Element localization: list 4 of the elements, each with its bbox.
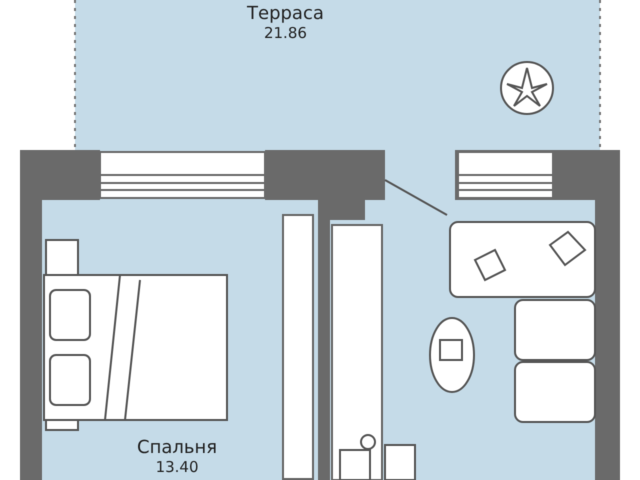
room-name: Терраса [247, 3, 324, 24]
area-label: 13.40 [154, 458, 200, 476]
area-label: 21.86 [262, 24, 308, 42]
room-name: Спальня [137, 437, 218, 458]
